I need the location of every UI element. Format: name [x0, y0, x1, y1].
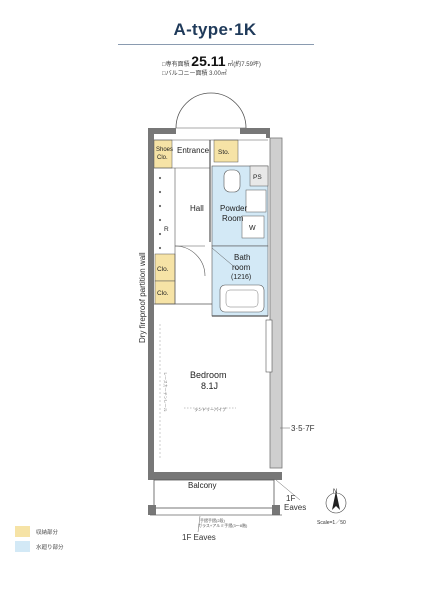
bath-size-label: (1216): [231, 274, 251, 281]
bedroom-door-swing: [174, 245, 206, 277]
interior-walls: [154, 139, 268, 317]
north-arrow: [325, 491, 347, 514]
balcony-post-right: [272, 505, 280, 515]
plan-title: A-type·1K: [173, 20, 257, 39]
curtain-rail-label: レースカーテンレール: [163, 372, 169, 412]
title-divider: [118, 44, 314, 45]
bath-door: [211, 247, 239, 271]
closet-lower-label: Clo.: [157, 290, 169, 297]
balcony-label: Balcony: [188, 481, 216, 490]
bedroom-window: [265, 319, 273, 373]
r-label: R: [164, 226, 169, 233]
laundry-pipe-label: ランドリーパイプ: [194, 406, 226, 412]
w-label: W: [249, 225, 256, 232]
washer-space: [241, 215, 265, 239]
entrance-label: Entrance: [177, 146, 210, 155]
eaves-right-line1: 1F: [286, 494, 295, 503]
scale-label: Scale=1／50: [317, 520, 346, 526]
legend-wet-swatch: [15, 541, 30, 552]
area-spec: □専有面積 25.11 ㎡(約7.59坪): [162, 53, 261, 69]
powder-label-line1: Powder: [220, 204, 247, 213]
hall-label: Hall: [190, 204, 204, 213]
outer-walls: [148, 128, 283, 480]
eaves-leader: [275, 479, 301, 501]
railing-note-1: 手摺手摺(2段): [200, 517, 226, 523]
toilet: [223, 169, 241, 193]
balcony-area-outline: [153, 479, 275, 509]
wash-basin: [245, 189, 267, 213]
sto-label: Sto.: [218, 149, 230, 156]
area-unit: ㎡(約7.59坪): [227, 62, 261, 68]
entrance-door-swing: [175, 92, 247, 129]
floors-label: 3·5·7F: [291, 424, 315, 433]
partition-wall-label: Dry fireproof partition wall: [138, 252, 147, 343]
bedroom-size-label: 8.1J: [201, 381, 218, 391]
ps-label: PS: [253, 174, 262, 181]
shoes-label-line2: Clo.: [157, 155, 168, 161]
powder-label-line2: Room: [222, 214, 244, 223]
legend-wet-label: 水廻り部分: [36, 545, 64, 551]
eaves-bottom-leader: [197, 515, 201, 533]
shoes-label-line1: Shoes: [156, 147, 173, 153]
area-value: 25.11: [191, 53, 226, 69]
legend-storage-label: 収納部分: [36, 530, 59, 536]
shoes-closet: [153, 139, 173, 169]
bedroom-label: Bedroom: [190, 370, 227, 380]
bathtub-inner: [225, 289, 259, 308]
area-label: □専有面積: [162, 62, 190, 68]
eaves-right-line2: Eaves: [284, 503, 306, 512]
balcony-area: □バルコニー面積 3.00㎡: [162, 71, 227, 77]
bath-label-line2: room: [232, 263, 251, 272]
bathtub: [219, 284, 265, 313]
north-label: N: [333, 489, 337, 495]
eaves-bottom-label: 1F Eaves: [182, 533, 216, 542]
railing-note-2: ガラス+アルミ手摺(3〜8階): [198, 522, 248, 528]
pipe-space: [249, 165, 269, 187]
bath-label-line1: Bath: [234, 253, 250, 262]
balcony-post-left: [148, 505, 156, 515]
legend-storage-swatch: [15, 526, 30, 537]
ventilation-marks: [158, 176, 162, 250]
closet-upper-label: Clo.: [157, 266, 169, 273]
